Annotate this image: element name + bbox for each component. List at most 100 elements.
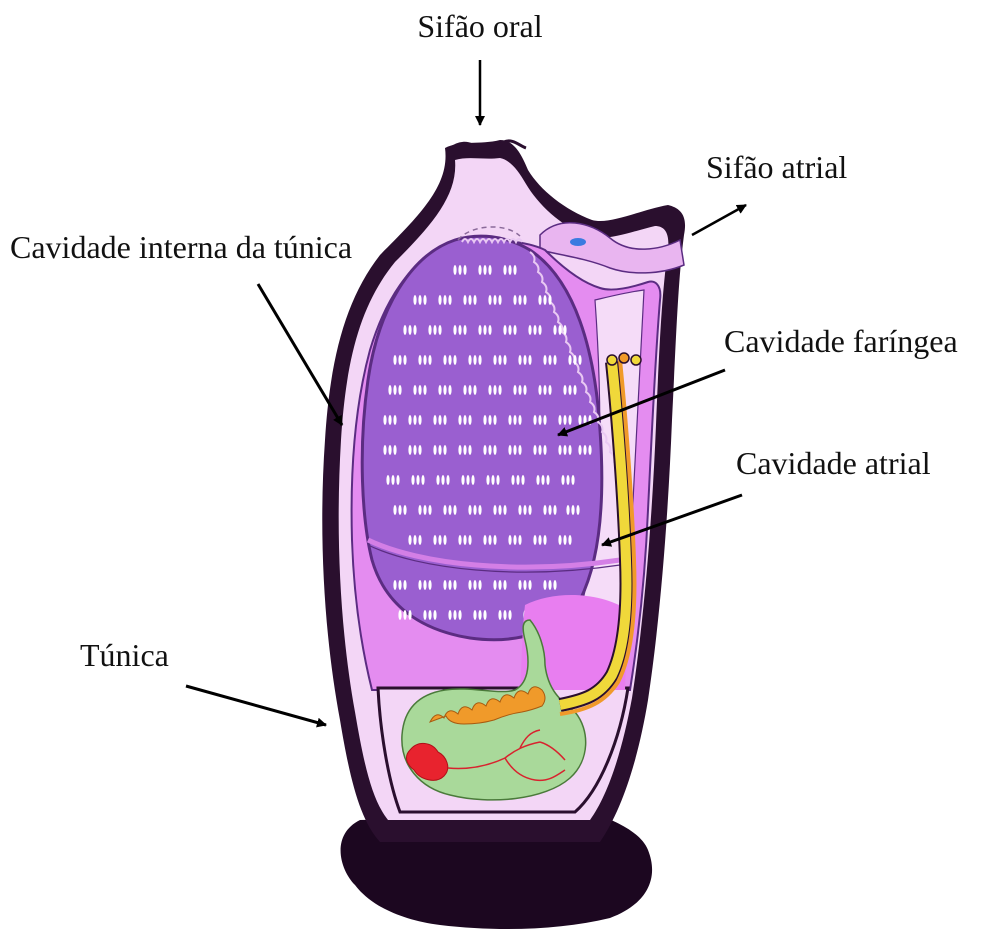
stigma-slit	[546, 475, 549, 485]
stigma-slit	[553, 325, 556, 335]
stigma-slit	[443, 355, 446, 365]
stigma-slit	[583, 445, 586, 455]
stigma-slit	[513, 265, 516, 275]
stigma-slit	[528, 325, 531, 335]
stigma-slit	[418, 580, 421, 590]
stigma-slit	[503, 325, 506, 335]
stigma-slit	[461, 475, 464, 485]
stigma-slit	[423, 355, 426, 365]
stigma-slit	[423, 385, 426, 395]
stigma-slit	[383, 445, 386, 455]
stigma-slit	[483, 325, 486, 335]
stigma-slit	[523, 580, 526, 590]
stigma-slit	[478, 325, 481, 335]
stigma-slit	[553, 580, 556, 590]
stigma-slit	[438, 445, 441, 455]
stigma-slit	[553, 355, 556, 365]
stigma-slit	[513, 385, 516, 395]
stigma-slit	[513, 415, 516, 425]
stigma-slit	[398, 610, 401, 620]
stigma-slit	[533, 535, 536, 545]
stigma-slit	[508, 325, 511, 335]
stigma-slit	[566, 505, 569, 515]
stigma-slit	[518, 355, 521, 365]
stigma-slit	[458, 325, 461, 335]
stigma-slit	[413, 295, 416, 305]
stigma-slit	[411, 475, 414, 485]
stigma-slit	[428, 610, 431, 620]
stigma-slit	[533, 415, 536, 425]
stigma-slit	[403, 610, 406, 620]
stigma-slit	[428, 505, 431, 515]
stigma-slit	[503, 355, 506, 365]
stigma-slit	[488, 415, 491, 425]
stigma-slit	[488, 385, 491, 395]
stigma-slit	[558, 535, 561, 545]
stigma-slit	[443, 535, 446, 545]
stigma-slit	[428, 355, 431, 365]
stigma-slit	[578, 355, 581, 365]
stigma-slit	[523, 355, 526, 365]
stigma-slit	[538, 415, 541, 425]
stigma-slit	[403, 355, 406, 365]
stigma-slit	[453, 265, 456, 275]
stigma-slit	[448, 355, 451, 365]
label-tunic-inner-cavity: Cavidade interna da túnica	[10, 229, 352, 265]
stigma-slit	[383, 415, 386, 425]
stigma-slit	[498, 385, 501, 395]
stigma-slit	[543, 385, 546, 395]
stigma-slit	[543, 505, 546, 515]
stigma-slit	[473, 505, 476, 515]
stigma-slit	[498, 580, 501, 590]
stigma-slit	[576, 505, 579, 515]
stigma-slit	[508, 265, 511, 275]
stigma-slit	[418, 505, 421, 515]
stigma-slit	[511, 475, 514, 485]
stigma-slit	[418, 445, 421, 455]
stigma-slit	[398, 355, 401, 365]
stigma-slit	[408, 610, 411, 620]
stigma-slit	[498, 505, 501, 515]
stigma-slit	[471, 475, 474, 485]
stigma-slit	[393, 580, 396, 590]
stigma-slit	[543, 580, 546, 590]
stigma-slit	[443, 445, 446, 455]
stigma-slit	[503, 610, 506, 620]
stigma-slit	[518, 295, 521, 305]
stigma-slit	[571, 475, 574, 485]
stigma-slit	[423, 580, 426, 590]
stigma-slit	[518, 505, 521, 515]
stigma-slit	[568, 535, 571, 545]
stigma-slit	[548, 580, 551, 590]
stigma-slit	[516, 475, 519, 485]
stigma-slit	[553, 505, 556, 515]
stigma-slit	[496, 475, 499, 485]
stigma-slit	[458, 265, 461, 275]
stigma-slit	[458, 415, 461, 425]
stigma-slit	[413, 535, 416, 545]
stigma-slit	[543, 355, 546, 365]
stigma-slit	[498, 610, 501, 620]
stigma-slit	[543, 535, 546, 545]
stigma-slit	[463, 265, 466, 275]
stigma-slit	[513, 325, 516, 335]
stigma-slit	[473, 580, 476, 590]
stigma-slit	[543, 415, 546, 425]
stigma-slit	[473, 355, 476, 365]
stigma-slit	[463, 385, 466, 395]
stigma-slit	[468, 580, 471, 590]
stigma-slit	[513, 295, 516, 305]
stigma-slit	[536, 475, 539, 485]
stigma-slit	[463, 445, 466, 455]
stigma-slit	[573, 385, 576, 395]
stigma-slit	[568, 385, 571, 395]
stigma-slit	[436, 475, 439, 485]
stigma-slit	[448, 610, 451, 620]
stigma-slit	[448, 580, 451, 590]
stigma-slit	[543, 295, 546, 305]
stigma-slit	[493, 445, 496, 455]
stigma-slit	[493, 415, 496, 425]
duct-end-2	[619, 353, 629, 363]
stigma-slit	[386, 475, 389, 485]
